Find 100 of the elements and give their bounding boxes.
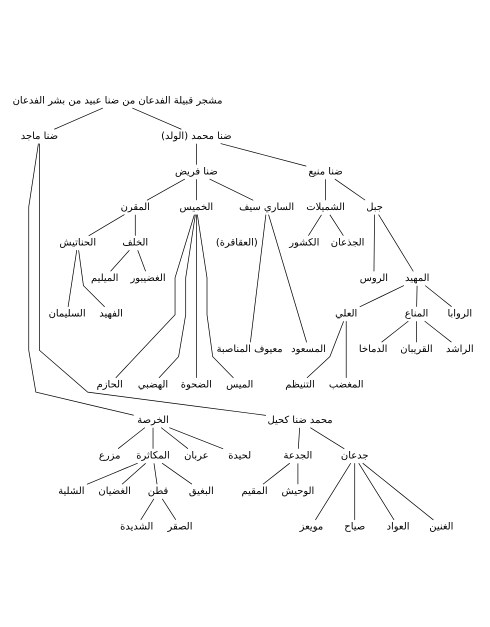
connector xyxy=(220,142,307,166)
connector xyxy=(416,284,418,307)
connector xyxy=(68,249,78,307)
node-text: المهيد xyxy=(405,272,430,284)
connector xyxy=(54,107,104,130)
connector xyxy=(250,214,266,342)
connector xyxy=(374,214,375,272)
connector xyxy=(152,426,154,449)
node-text: المغضب xyxy=(328,379,364,390)
node-text: الجدعة xyxy=(284,450,312,462)
connector xyxy=(268,214,307,342)
connector xyxy=(308,214,322,236)
node-text: الصقر xyxy=(168,521,192,532)
connector xyxy=(362,462,434,520)
node-text: الفهيد xyxy=(99,308,123,320)
node-text: الروس xyxy=(360,272,388,284)
node-text: الوحيش xyxy=(282,486,314,497)
connector xyxy=(162,462,192,484)
connector xyxy=(196,214,234,378)
node-text: الخلف xyxy=(122,237,148,248)
connector xyxy=(134,214,136,236)
connector xyxy=(310,426,345,449)
connector xyxy=(122,462,146,484)
connector xyxy=(132,107,182,130)
node-text: الميس xyxy=(226,379,254,390)
node-text: صياح xyxy=(344,521,366,532)
connector xyxy=(358,462,394,520)
connector xyxy=(137,249,146,272)
connector xyxy=(146,178,186,200)
node-text: الغضيبور xyxy=(130,272,166,284)
node-text: قطن xyxy=(148,486,168,497)
connector xyxy=(168,426,224,449)
node-text: الراشد xyxy=(446,344,474,355)
node-text: الميليم xyxy=(91,272,118,284)
node-text: السليمان xyxy=(48,308,86,320)
connector xyxy=(381,320,409,342)
connector xyxy=(306,320,344,378)
connector xyxy=(209,178,254,200)
connector xyxy=(39,142,266,416)
connector xyxy=(196,214,197,378)
connector xyxy=(154,462,158,484)
node-text: الشلية xyxy=(58,486,84,497)
node-text: ضنا محمد (الولد) xyxy=(161,130,232,142)
connector xyxy=(110,249,130,272)
node-text: الجذعان xyxy=(330,237,364,248)
node-text: ضنا ماجد xyxy=(20,130,58,142)
connector xyxy=(378,214,414,272)
node-text: مويعز xyxy=(300,521,324,532)
connector xyxy=(424,284,452,307)
connector xyxy=(334,178,366,200)
connector xyxy=(78,249,106,307)
connector xyxy=(160,426,188,449)
node-text: البغيق xyxy=(188,486,214,497)
connector xyxy=(88,214,125,236)
connector xyxy=(315,462,352,520)
connector xyxy=(346,320,347,378)
node-text: التنيظم xyxy=(285,379,315,390)
node-text: ضنا فريض xyxy=(174,166,218,178)
connector xyxy=(158,214,196,378)
node-text: المقرن xyxy=(120,202,150,213)
connector xyxy=(140,498,154,520)
node-text: الحازم xyxy=(96,379,123,390)
node-text: الشديدة xyxy=(120,521,154,532)
node-text: مزرع xyxy=(98,450,120,462)
node-text: المناع xyxy=(404,308,428,320)
node-text: الخرصة xyxy=(137,414,169,426)
node-text: العلي xyxy=(335,308,358,320)
connector xyxy=(86,462,138,484)
connector xyxy=(424,320,452,342)
node-text: محمد ضنا كحيل xyxy=(267,414,333,426)
connector xyxy=(359,284,404,307)
node-text: الغنين xyxy=(429,521,454,532)
connector xyxy=(196,178,197,200)
node-text: الشميلات xyxy=(306,202,345,213)
node-text: الهضبي xyxy=(138,379,168,390)
node-text: ضنا منيع xyxy=(308,166,343,178)
node-text: الروابا xyxy=(448,308,472,320)
node-text: جدعان xyxy=(340,450,369,462)
connector xyxy=(118,426,146,449)
node-text: الحناتيش xyxy=(59,237,96,248)
connector xyxy=(325,178,326,200)
node-text: لحيدة xyxy=(228,450,252,462)
node-text: القريبان xyxy=(400,344,433,355)
node-text: الساري سيف xyxy=(239,202,294,213)
node-text: الخميس xyxy=(180,202,214,213)
node-text: الغضيان xyxy=(98,486,131,497)
connector xyxy=(298,426,300,449)
connector xyxy=(330,214,344,236)
node-text: مشجر قبيلة الفدعان من ضنا عبيد من بشر الفدعان xyxy=(12,95,222,106)
connector xyxy=(115,214,195,378)
node-text: المقيم xyxy=(241,486,268,497)
node-text: الضحوة xyxy=(180,379,212,390)
node-text: الكشور xyxy=(289,237,320,248)
connector xyxy=(262,462,290,484)
connector xyxy=(28,142,134,416)
node-text: العواد xyxy=(386,521,410,532)
node-text: معيوف المناصبة xyxy=(216,344,283,355)
connector xyxy=(416,320,417,342)
node-text: جبل xyxy=(366,202,383,213)
node-text: عربان xyxy=(184,450,209,462)
